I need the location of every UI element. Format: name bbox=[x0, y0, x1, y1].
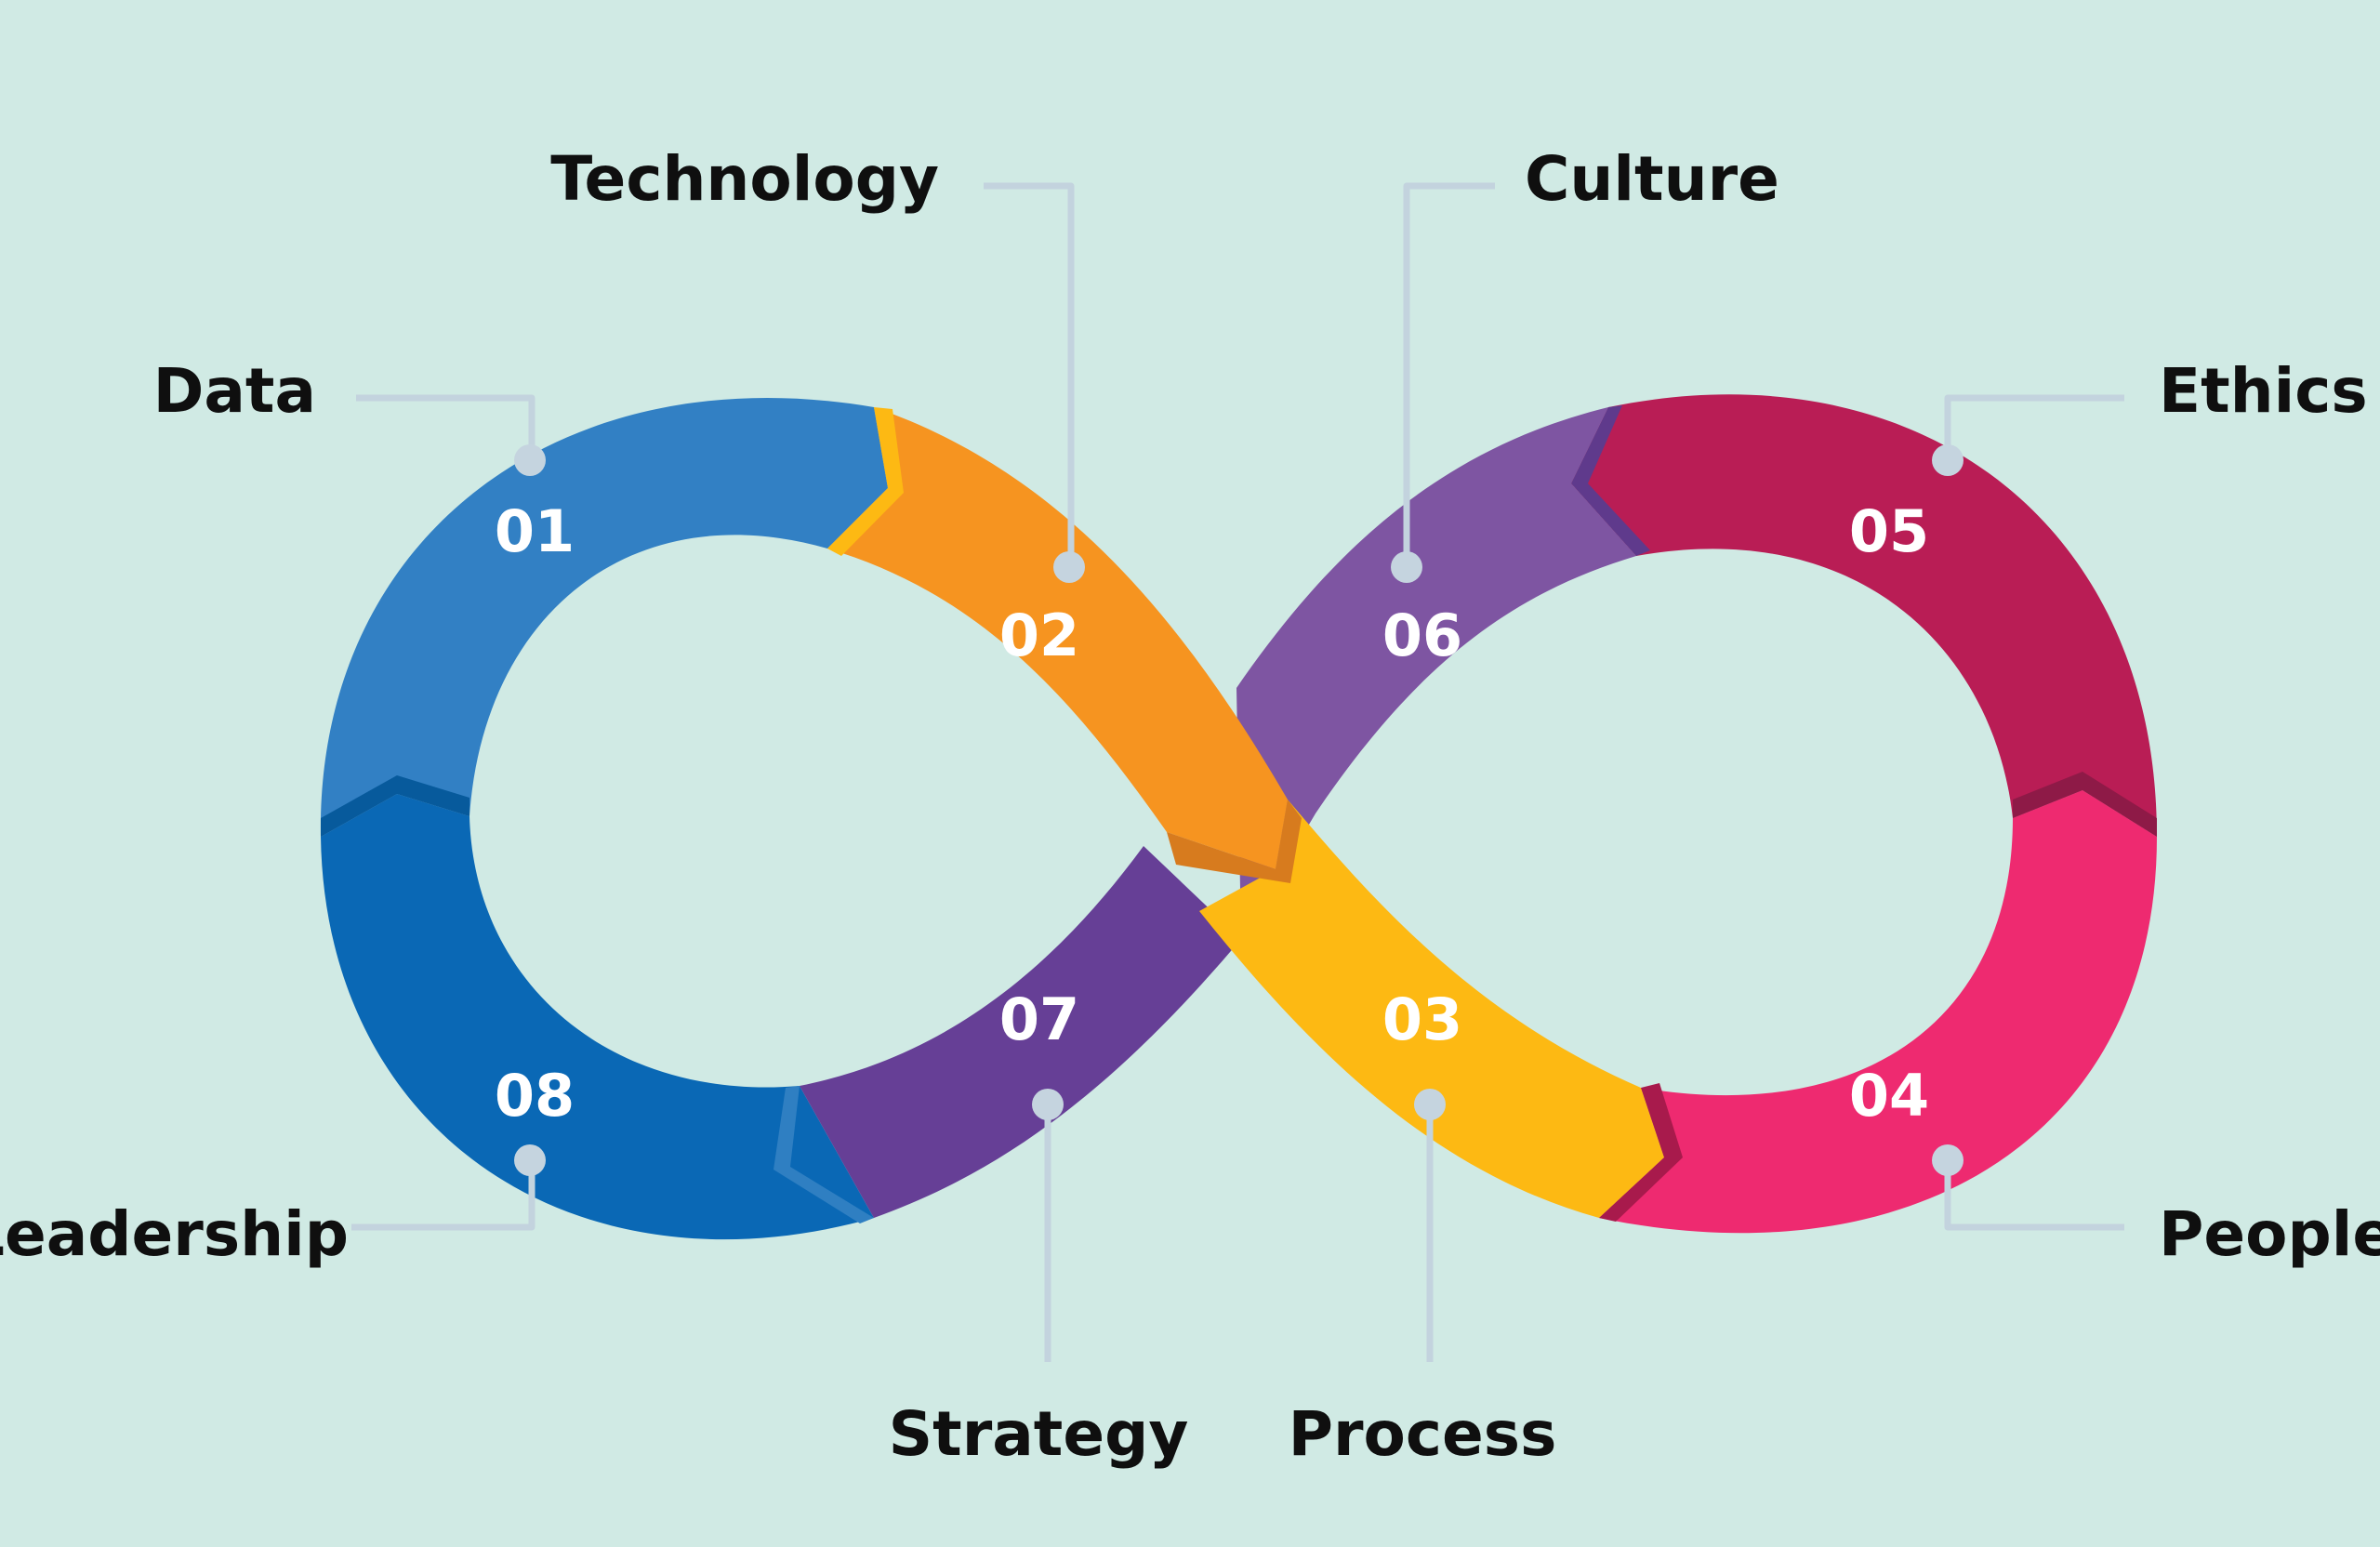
segment-05-ethics bbox=[1571, 394, 2157, 837]
seam-01-02 bbox=[827, 407, 904, 556]
segment-number-05: 05 bbox=[1849, 497, 1929, 565]
segment-number-01: 01 bbox=[495, 497, 575, 565]
seam-03-04 bbox=[1599, 1083, 1683, 1222]
segment-03-process bbox=[1199, 800, 1664, 1218]
dot-people bbox=[1932, 1144, 1964, 1176]
segment-number-04: 04 bbox=[1849, 1062, 1929, 1130]
segment-number-03: 03 bbox=[1382, 985, 1462, 1053]
segment-02-technology bbox=[827, 407, 1288, 869]
segment-07-strategy bbox=[800, 846, 1241, 1218]
leader-leadership bbox=[351, 1162, 536, 1231]
leader-culture bbox=[1403, 182, 1495, 567]
dot-culture bbox=[1391, 551, 1422, 583]
label-strategy: Strategy bbox=[889, 1398, 1189, 1470]
dot-strategy bbox=[1032, 1089, 1064, 1120]
seam-08-07 bbox=[774, 1086, 874, 1223]
leader-data bbox=[356, 394, 536, 460]
dot-leadership bbox=[514, 1144, 546, 1176]
seam-02-03 bbox=[1167, 800, 1302, 883]
label-people: People bbox=[2159, 1198, 2380, 1270]
seam-05-04 bbox=[2013, 772, 2157, 837]
segment-number-02: 02 bbox=[999, 602, 1079, 669]
segment-06-culture bbox=[1236, 407, 1636, 939]
dot-data bbox=[514, 444, 546, 476]
leader-technology bbox=[984, 182, 1075, 567]
label-leadership: Leadership bbox=[0, 1198, 349, 1270]
label-process: Process bbox=[1289, 1398, 1557, 1470]
segment-01-data bbox=[320, 398, 888, 837]
segment-number-07: 07 bbox=[999, 985, 1079, 1053]
segment-number-06: 06 bbox=[1382, 602, 1462, 669]
segment-08-leadership bbox=[321, 794, 874, 1240]
seam-01-08 bbox=[321, 775, 469, 837]
seam-06-05 bbox=[1571, 405, 1650, 556]
label-ethics: Ethics bbox=[2159, 355, 2368, 427]
label-technology: Technology bbox=[550, 143, 939, 215]
label-data: Data bbox=[153, 355, 316, 427]
segment-04-people bbox=[1599, 790, 2157, 1234]
segment-number-08: 08 bbox=[495, 1062, 575, 1130]
leader-people bbox=[1944, 1162, 2124, 1231]
leader-ethics bbox=[1944, 394, 2124, 460]
dot-ethics bbox=[1932, 444, 1964, 476]
label-culture: Culture bbox=[1525, 143, 1779, 215]
dot-technology bbox=[1053, 551, 1085, 583]
dot-process bbox=[1414, 1089, 1446, 1120]
